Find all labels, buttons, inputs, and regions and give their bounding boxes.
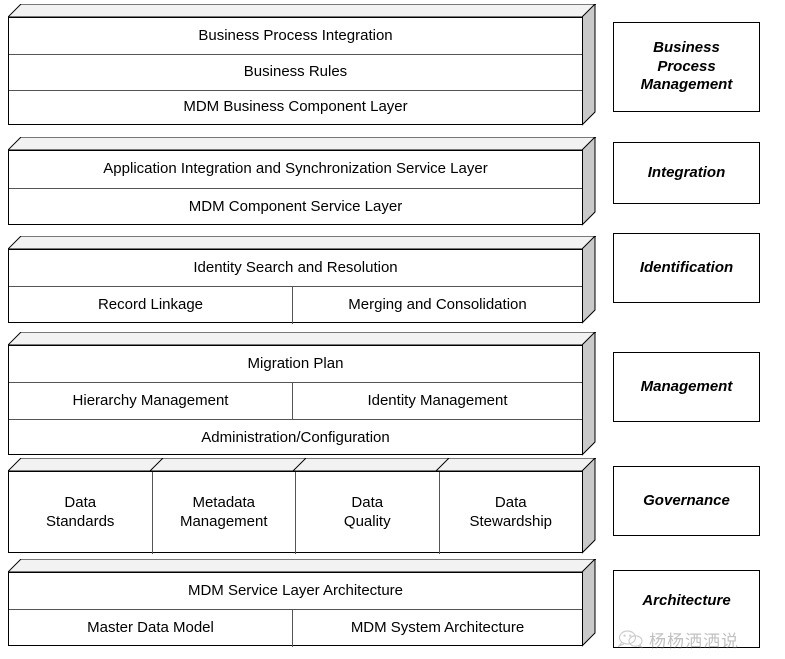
block-top-face [8, 559, 596, 572]
layer-cell[interactable]: Identity Search and Resolution [193, 258, 398, 276]
layer-block-architecture[interactable]: MDM Service Layer Architecture Master Da… [8, 559, 596, 647]
block-top-face [8, 236, 596, 249]
layer-cell[interactable]: Master Data Model [9, 610, 293, 647]
layer-row[interactable]: MDM Service Layer Architecture [9, 573, 582, 610]
layer-row[interactable]: Record Linkage Merging and Consolidation [9, 287, 582, 324]
layer-row[interactable]: Master Data Model MDM System Architectur… [9, 610, 582, 647]
layer-row[interactable]: Business Rules [9, 55, 582, 91]
block-body: Application Integration and Synchronizat… [8, 150, 583, 225]
layer-row[interactable]: Identity Search and Resolution [9, 250, 582, 287]
category-label: Governance [643, 491, 730, 509]
category-box-governance[interactable]: Governance [613, 466, 760, 536]
block-top-face [8, 332, 596, 345]
layer-row[interactable]: MDM Component Service Layer [9, 189, 582, 226]
layer-row[interactable]: Application Integration and Synchronizat… [9, 151, 582, 189]
category-label: Management [640, 377, 733, 395]
category-box-architecture[interactable]: Architecture [613, 570, 760, 648]
layer-cell[interactable]: Administration/Configuration [201, 428, 390, 446]
layer-cell[interactable]: Identity Management [367, 391, 508, 409]
block-body: Business Process Integration Business Ru… [8, 17, 583, 125]
layer-row[interactable]: Business Process Integration [9, 18, 582, 55]
layer-cell[interactable]: Business Process Integration [198, 26, 393, 44]
block-side-face [582, 236, 596, 324]
category-label: Identification [639, 258, 734, 276]
block-top-face [8, 4, 596, 17]
layer-cell[interactable]: MDM Business Component Layer [183, 98, 408, 116]
layer-row[interactable]: Administration/Configuration [9, 420, 582, 456]
category-label: Integration [647, 163, 726, 181]
block-side-face [582, 559, 596, 647]
layer-block-business-process-management[interactable]: Business Process Integration Business Ru… [8, 4, 596, 126]
layer-row[interactable]: Migration Plan [9, 346, 582, 383]
block-side-face [582, 4, 596, 126]
category-label: Architecture [642, 591, 731, 609]
layer-cell[interactable]: Hierarchy Management [9, 383, 293, 419]
layer-block-integration[interactable]: Application Integration and Synchronizat… [8, 137, 596, 226]
layer-cell[interactable]: Business Rules [243, 63, 348, 81]
layer-block-management[interactable]: Migration Plan Hierarchy Management Iden… [8, 332, 596, 456]
layer-cell[interactable]: Merging and Consolidation [348, 296, 527, 314]
category-box-management[interactable]: Management [613, 352, 760, 422]
block-body: Migration Plan Hierarchy Management Iden… [8, 345, 583, 455]
layer-cell[interactable]: Migration Plan [247, 354, 344, 372]
layer-cell[interactable]: MDM System Architecture [350, 619, 525, 637]
block-body: Identity Search and Resolution Record Li… [8, 249, 583, 324]
layer-block-identification[interactable]: Identity Search and Resolution Record Li… [8, 236, 596, 324]
layer-row[interactable]: Hierarchy Management Identity Management [9, 383, 582, 420]
layer-cell[interactable]: Application Integration and Synchronizat… [103, 160, 488, 178]
layer-row[interactable]: MDM Business Component Layer [9, 91, 582, 124]
layer-cell[interactable]: MDM Service Layer Architecture [187, 581, 404, 599]
layer-cell[interactable]: MDM Component Service Layer [188, 198, 403, 216]
category-box-integration[interactable]: Integration [613, 142, 760, 204]
block-body: MDM Service Layer Architecture Master Da… [8, 572, 583, 647]
block-side-face [582, 137, 596, 226]
block-side-face [582, 458, 596, 554]
block-top-face [8, 458, 596, 471]
layer-cell[interactable]: Record Linkage [9, 287, 293, 324]
block-top-face [8, 137, 596, 150]
block-side-face [582, 332, 596, 456]
category-box-identification[interactable]: Identification [613, 233, 760, 303]
